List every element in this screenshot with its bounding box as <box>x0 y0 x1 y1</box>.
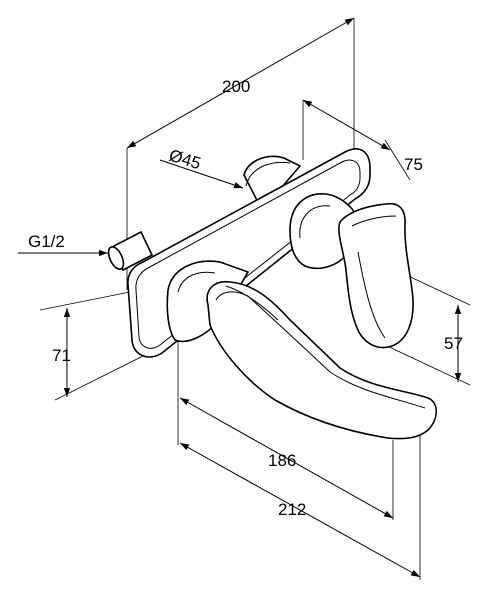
rosette-cylinder <box>243 155 302 212</box>
label-lever-height: 57 <box>444 334 463 353</box>
faucet-body <box>107 148 438 440</box>
label-spout-projection: 186 <box>268 451 296 470</box>
dim-line-depth <box>302 99 391 151</box>
dimension-lines <box>18 17 462 578</box>
lever-handle <box>338 202 414 349</box>
lever-mount <box>289 193 359 270</box>
label-spout-height: 71 <box>52 346 71 365</box>
label-total-projection: 212 <box>278 500 306 519</box>
spout <box>206 280 438 440</box>
label-connection-thread: G1/2 <box>28 232 65 251</box>
leader-line-diameter <box>159 159 244 189</box>
dim-line-overall-width <box>126 17 355 149</box>
connection-pipe <box>107 230 154 272</box>
label-rosette-diameter: Ø45 <box>167 146 203 174</box>
label-depth: 75 <box>404 155 423 174</box>
label-overall-width: 200 <box>222 77 250 96</box>
dim-line-total-projection <box>179 442 421 578</box>
